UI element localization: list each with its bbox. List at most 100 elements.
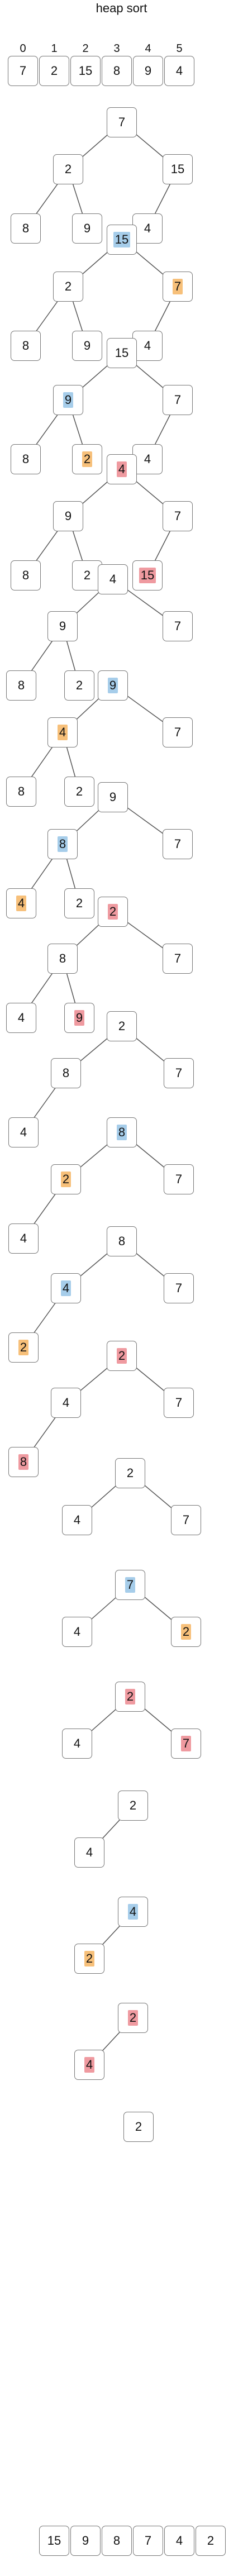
heap-node: 4 — [8, 1117, 39, 1147]
heap-node-value: 4 — [73, 1625, 81, 1639]
heap-node-value: 8 — [118, 1234, 126, 1248]
heap-node-value: 2 — [125, 1689, 136, 1704]
heap-node: 7 — [164, 1388, 194, 1418]
heap-node-value: 2 — [116, 1348, 127, 1364]
heap-node: 9 — [72, 213, 102, 244]
heap-node: 2 — [53, 272, 83, 302]
heap-node: 4 — [107, 454, 137, 484]
heap-node-value: 4 — [60, 1280, 72, 1296]
heap-node-value: 9 — [107, 678, 118, 693]
heap-node: 4 — [74, 2050, 104, 2080]
heap-node-value: 2 — [107, 904, 118, 920]
heap-node-value: 8 — [59, 951, 66, 965]
page-title: heap sort — [96, 1, 147, 15]
heap-node: 8 — [51, 1058, 81, 1088]
heap-node: 7 — [164, 1273, 194, 1303]
heap-node: 7 — [163, 272, 193, 302]
heap-node-value: 15 — [115, 346, 129, 360]
heap-node-value: 7 — [172, 279, 183, 294]
array-cell: 15 — [70, 56, 101, 86]
heap-node-value: 2 — [84, 1951, 95, 1966]
heap-node: 2 — [51, 1164, 81, 1194]
heap-node-value: 7 — [180, 1736, 192, 1751]
heap-node-value: 8 — [22, 568, 30, 582]
heap-node-value: 4 — [73, 1736, 81, 1750]
heap-node-value: 8 — [22, 452, 30, 466]
array-index: 5 — [176, 42, 183, 55]
array-index: 2 — [82, 42, 89, 55]
heap-node-value: 15 — [139, 568, 156, 583]
heap-node-value: 4 — [109, 572, 117, 586]
heap-node: 2 — [74, 1944, 104, 1974]
heap-node-value: 2 — [135, 2120, 142, 2134]
heap-node-value: 8 — [57, 836, 68, 852]
heap-node-value: 7 — [174, 951, 182, 965]
heap-node: 8 — [47, 829, 78, 859]
sorted-cell: 2 — [196, 2526, 226, 2556]
heap-node: 8 — [11, 560, 41, 591]
heap-node: 8 — [11, 444, 41, 474]
heap-node-value: 8 — [62, 1066, 70, 1080]
array-cell: 7 — [8, 56, 38, 86]
heap-node-value: 2 — [75, 678, 83, 692]
heap-node-value: 2 — [126, 1466, 134, 1480]
heap-node-value: 7 — [182, 1513, 190, 1527]
heap-node: 2 — [64, 777, 94, 807]
heap-node-value: 2 — [129, 1798, 137, 1812]
heap-node: 4 — [98, 564, 128, 594]
heap-node: 2 — [98, 897, 128, 927]
heap-node: 8 — [107, 1226, 137, 1256]
array-cell: 4 — [164, 56, 194, 86]
heap-node: 4 — [6, 1003, 36, 1033]
heap-node: 7 — [163, 829, 193, 859]
heap-node-value: 4 — [144, 452, 151, 466]
heap-node-value: 2 — [75, 896, 83, 910]
heap-node-value: 2 — [18, 1340, 29, 1355]
heap-node: 2 — [123, 2112, 154, 2142]
heap-node: 7 — [163, 717, 193, 747]
heap-node-value: 9 — [83, 339, 91, 353]
heap-node: 2 — [107, 1341, 137, 1371]
heap-node: 9 — [72, 331, 102, 361]
heap-node-value: 4 — [16, 896, 27, 911]
heap-node-value: 4 — [85, 1845, 93, 1859]
heap-node: 4 — [8, 1223, 39, 1254]
heap-node: 7 — [164, 1164, 194, 1194]
heap-node: 4 — [51, 1273, 81, 1303]
heap-node: 4 — [6, 888, 36, 918]
sorted-cell: 15 — [39, 2526, 69, 2556]
heap-node: 2 — [72, 444, 102, 474]
heap-node-value: 2 — [75, 784, 83, 798]
heap-node-value: 2 — [127, 2010, 139, 2026]
heap-node: 9 — [98, 782, 128, 812]
heap-node-value: 4 — [144, 221, 151, 235]
heap-node: 9 — [98, 670, 128, 701]
heap-node: 4 — [132, 213, 163, 244]
heap-node: 7 — [163, 385, 193, 415]
array-cell: 8 — [102, 56, 132, 86]
heap-node-value: 8 — [18, 1454, 29, 1470]
heap-node-value: 7 — [174, 619, 182, 633]
array-index: 1 — [51, 42, 58, 55]
heap-node: 7 — [164, 1058, 194, 1088]
heap-node-value: 7 — [125, 1577, 136, 1593]
heap-node-value: 9 — [59, 619, 66, 633]
heap-node-value: 15 — [170, 162, 185, 176]
heap-node: 2 — [8, 1332, 39, 1363]
heap-node-value: 9 — [64, 509, 72, 523]
heap-node-value: 7 — [174, 837, 182, 851]
heap-node: 7 — [163, 501, 193, 531]
heap-node-value: 4 — [84, 2057, 95, 2073]
heap-node: 4 — [62, 1729, 92, 1759]
heap-node: 15 — [163, 154, 193, 184]
heap-node-value: 4 — [73, 1513, 81, 1527]
heap-node-value: 2 — [180, 1624, 192, 1640]
heap-node-value: 7 — [175, 1172, 183, 1186]
heap-node: 8 — [47, 944, 78, 974]
heap-node: 4 — [62, 1505, 92, 1535]
array-index: 3 — [113, 42, 120, 55]
heap-node-value: 9 — [83, 221, 91, 235]
heap-node: 7 — [171, 1505, 201, 1535]
